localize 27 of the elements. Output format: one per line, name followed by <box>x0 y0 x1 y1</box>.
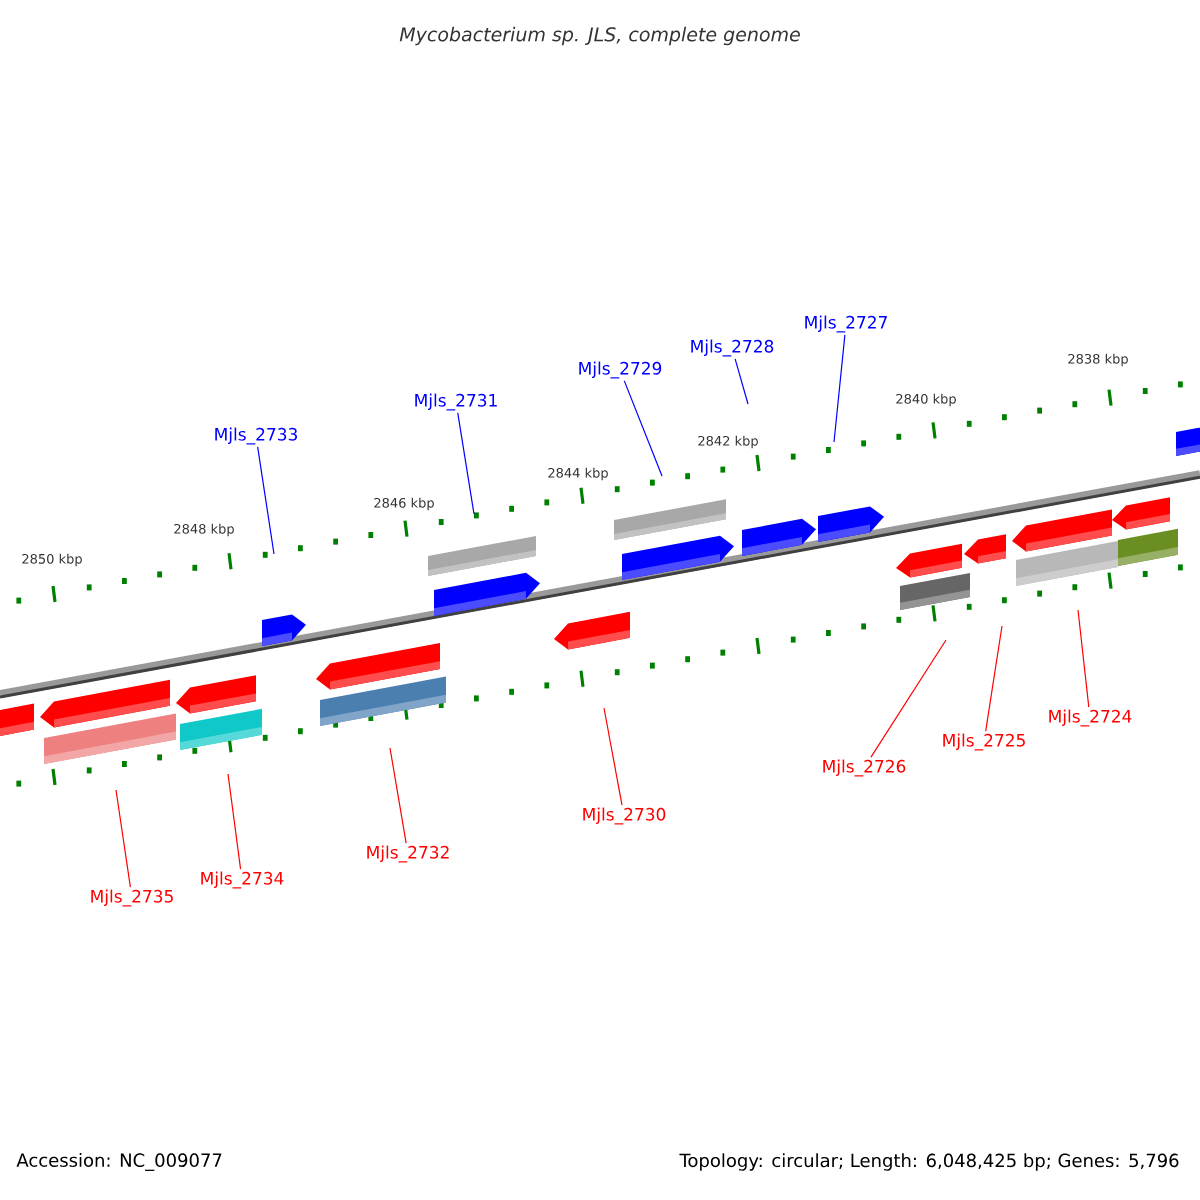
gene-label: Mjls_2733 <box>215 427 297 445</box>
gene-label: Mjls_2732 <box>367 845 449 863</box>
leader-line <box>623 380 663 477</box>
gene-label: Mjls_2724 <box>1049 709 1132 727</box>
leader-line <box>1077 609 1090 708</box>
leader-line <box>603 707 623 806</box>
gene-label: Mjls_2727 <box>805 315 887 333</box>
footer-text: Accession: NC_009077 <box>16 1153 222 1171</box>
gene-label: Mjls_2730 <box>583 807 666 825</box>
gene-label: Mjls_2725 <box>943 733 1025 751</box>
leader-line <box>115 789 131 888</box>
leader-line <box>457 412 475 515</box>
leader-line <box>257 446 275 555</box>
gene-label: Mjls_2731 <box>415 393 497 411</box>
gene-label: Mjls_2729 <box>579 361 662 379</box>
leader-line <box>985 625 1003 732</box>
gene-label: Mjls_2726 <box>823 759 906 777</box>
leader-line <box>870 639 947 758</box>
footer-text: Topology: circular; Length: 6,048,425 bp; Genes: 5,796 <box>679 1153 1179 1171</box>
leader-line <box>389 747 407 844</box>
leader-line <box>227 773 242 870</box>
leader-line <box>734 358 749 405</box>
leader-line <box>833 334 846 443</box>
gene-label: Mjls_2735 <box>91 889 173 907</box>
gene-label: Mjls_2734 <box>201 871 284 889</box>
gene-label: Mjls_2728 <box>691 339 774 357</box>
title: Mycobacterium sp. JLS, complete genome <box>399 26 800 46</box>
